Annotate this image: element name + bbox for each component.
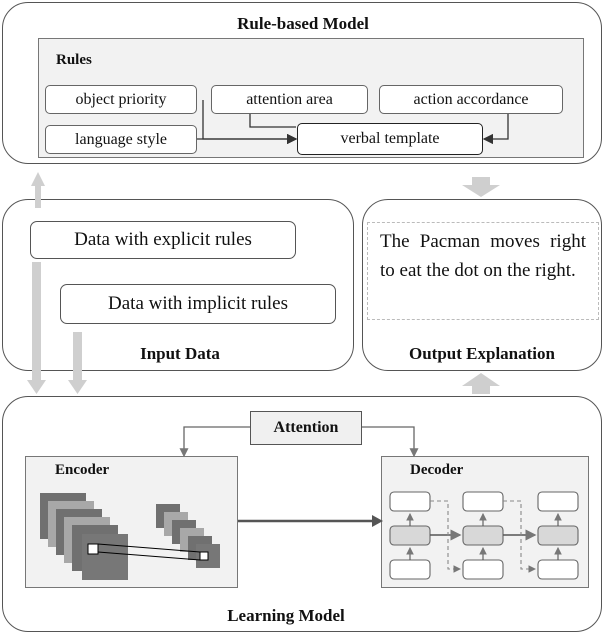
implicit-rules-data: Data with implicit rules — [60, 284, 336, 324]
rule-attention-area: attention area — [211, 85, 368, 114]
attention-box: Attention — [250, 411, 362, 445]
encoder-label: Encoder — [55, 462, 110, 478]
output-explanation-title: Output Explanation — [409, 344, 555, 363]
explicit-rules-data: Data with explicit rules — [30, 221, 296, 259]
input-data-title: Input Data — [140, 344, 220, 363]
rules-heading: Rules — [56, 52, 92, 68]
output-text-box: The Pacman moves right to eat the dot on… — [367, 222, 599, 320]
output-explanation-panel — [362, 199, 602, 371]
rule-language-style: language style — [45, 125, 197, 154]
rule-action-accordance: action accordance — [379, 85, 563, 114]
decoder-label: Decoder — [410, 462, 464, 478]
learning-model-title: Learning Model — [227, 606, 345, 625]
output-explanation-text: The Pacman moves right to eat the dot on… — [380, 231, 586, 281]
learning-to-output-arrow — [462, 373, 500, 394]
rule-verbal-template: verbal template — [297, 123, 483, 155]
rule-object-priority: object priority — [45, 85, 197, 114]
rules-to-output-arrow — [462, 177, 500, 197]
attention-label: Attention — [273, 419, 339, 436]
rule-based-model-title: Rule-based Model — [208, 13, 398, 35]
